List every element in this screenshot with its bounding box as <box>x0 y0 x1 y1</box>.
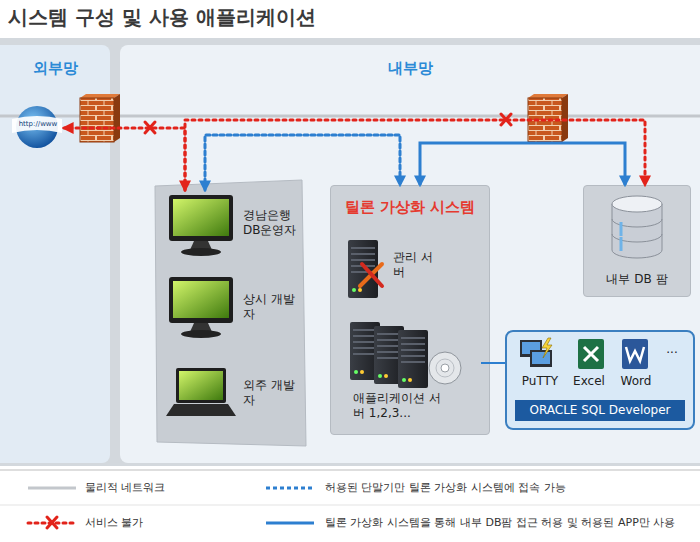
node-label: Word <box>611 374 661 389</box>
word-icon <box>622 339 648 369</box>
user-group-panel <box>155 180 306 446</box>
legend-sample-via-tilon <box>266 522 314 525</box>
node-label: 외주 개발자 <box>243 378 305 408</box>
node-label: 틸론 가상화 시스템 <box>331 198 489 217</box>
text-slot: 내부 DB 팜 <box>584 272 690 287</box>
firewall <box>528 94 568 142</box>
text-slot: ORACLE SQL Developer <box>515 400 685 421</box>
legend-sample-allowed <box>266 487 314 490</box>
node-label: 내부망 <box>120 59 700 78</box>
excel-icon <box>578 339 604 369</box>
legend-ground <box>0 466 700 542</box>
connector <box>420 143 625 185</box>
text-slot: http://www <box>15 120 61 129</box>
title-text: 시스템 구성 및 사용 애플리케이션 <box>8 5 608 30</box>
connector <box>185 120 645 190</box>
node-label: 관리 서버 <box>393 250 443 280</box>
connector <box>481 362 505 364</box>
legend-label: 허용된 단말기만 틸론 가상화 시스템에 접속 가능 <box>325 481 697 495</box>
text-slot: 허용된 단말기만 틸론 가상화 시스템에 접속 가능 <box>325 481 697 495</box>
legend-sample-network <box>28 487 76 490</box>
laptop-icon <box>166 368 236 416</box>
desktop-icon <box>169 277 233 338</box>
text-slot: 틸론 가상화 시스템을 통해 내부 DB팜 접근 허용 및 허용된 APP만 사… <box>325 516 697 530</box>
node-label: Excel <box>565 374 613 389</box>
desktop-icon <box>169 195 233 256</box>
text-slot: PuTTY <box>510 374 570 389</box>
application-server-icon <box>350 322 461 388</box>
text-slot: 내부망 <box>120 59 700 78</box>
legend-sample-blocked <box>28 517 76 528</box>
legend-label: 틸론 가상화 시스템을 통해 내부 DB팜 접근 허용 및 허용된 APP만 사… <box>325 516 697 530</box>
node-label: 상시 개발자 <box>243 292 305 322</box>
text-slot: Word <box>611 374 661 389</box>
virtualization-system-panel: 틸론 가상화 시스템관리 서버애플리케이션 서버 1,2,3... <box>330 185 490 435</box>
legend-rule <box>0 505 700 506</box>
connector <box>205 135 400 190</box>
text-slot: 시스템 구성 및 사용 애플리케이션 <box>8 5 608 30</box>
text-slot: 외주 개발자 <box>243 378 305 408</box>
node-label: ... <box>657 342 687 357</box>
legend-rule <box>0 470 700 471</box>
text-slot: ... <box>657 342 687 357</box>
management-server-icon <box>348 240 382 298</box>
text-slot: 경남은행 DB운영자 <box>243 208 305 238</box>
node-label: http://www <box>15 120 61 129</box>
database-icon <box>612 196 662 258</box>
text-slot: 애플리케이션 서버 1,2,3... <box>353 391 445 421</box>
node-label: 애플리케이션 서버 1,2,3... <box>353 391 445 421</box>
firewall <box>80 94 120 142</box>
blocked-x <box>145 122 155 133</box>
blocked-x <box>501 114 511 125</box>
globe-icon <box>12 106 62 148</box>
node-label: 외부망 <box>0 59 110 78</box>
node-label: 경남은행 DB운영자 <box>243 208 305 238</box>
node-label: 내부 DB 팜 <box>584 272 690 287</box>
text-slot: 상시 개발자 <box>243 292 305 322</box>
connector <box>64 128 185 190</box>
text-slot: 외부망 <box>0 59 110 78</box>
putty-icon <box>520 338 552 367</box>
node-label: ORACLE SQL Developer <box>515 400 685 421</box>
text-slot: 관리 서버 <box>393 250 443 280</box>
text-slot: Excel <box>565 374 613 389</box>
node-label: PuTTY <box>510 374 570 389</box>
text-slot: 틸론 가상화 시스템 <box>331 198 489 217</box>
